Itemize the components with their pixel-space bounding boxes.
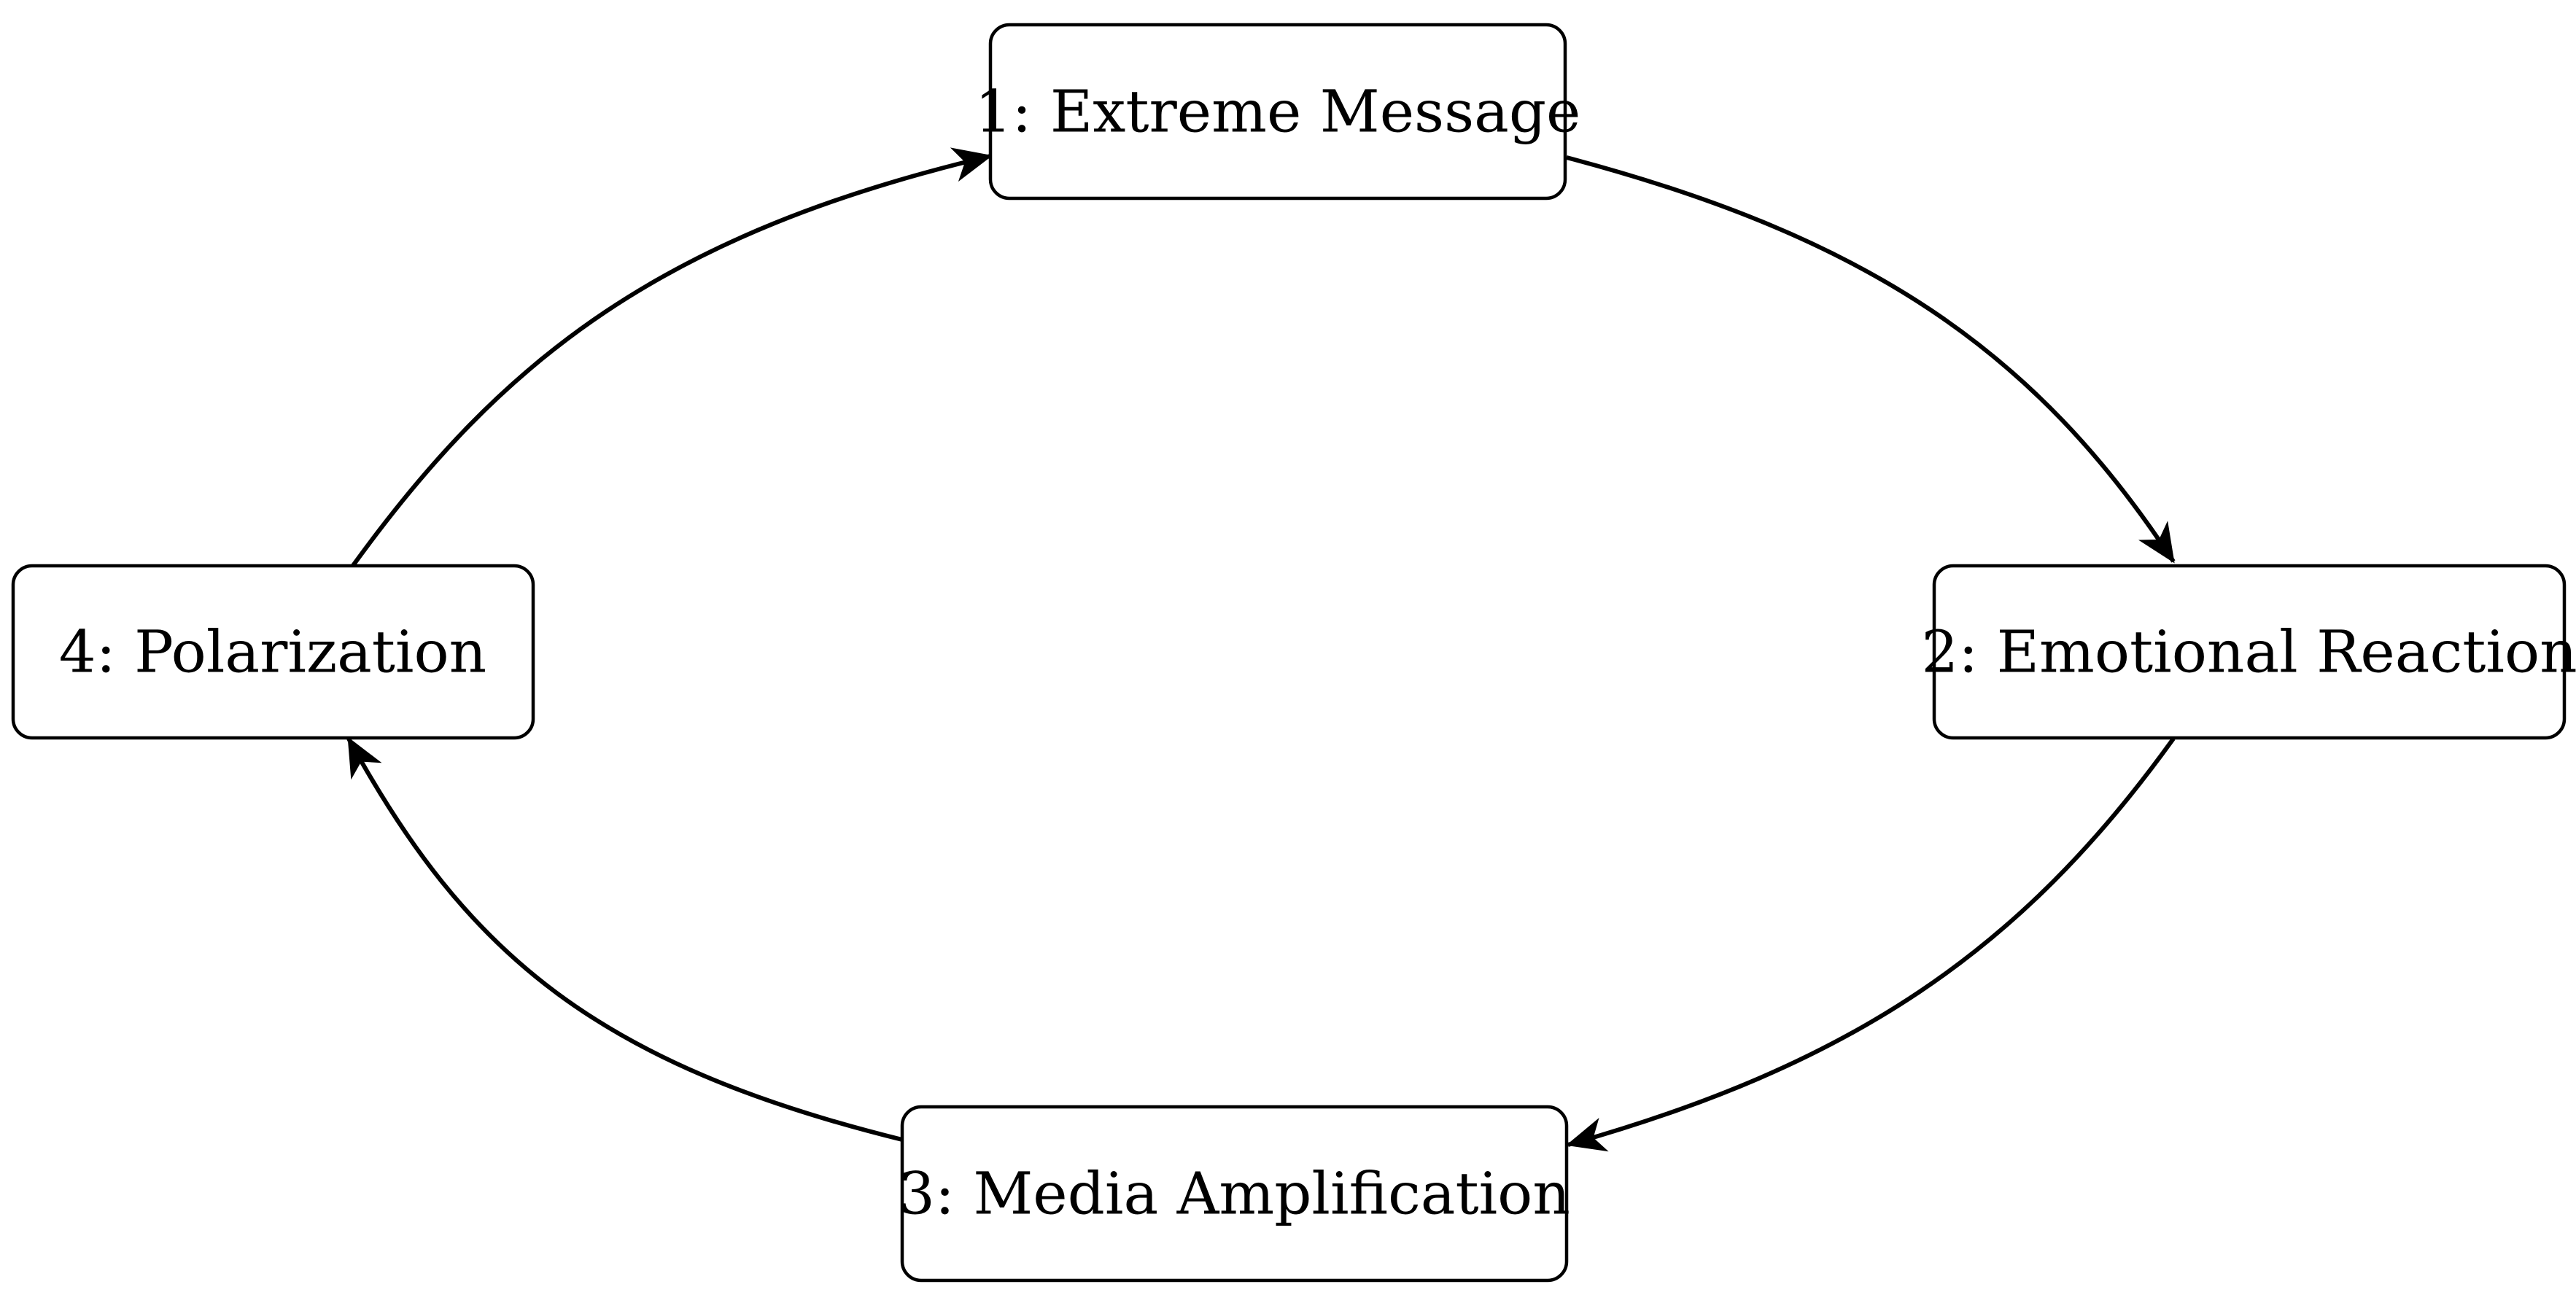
node-label: 4: Polarization <box>59 618 486 686</box>
node-emotional-reaction: 2: Emotional Reaction <box>1921 564 2576 740</box>
node-label: 3: Media Amplification <box>898 1160 1570 1228</box>
arrow-extreme-to-emotional <box>1566 155 2176 564</box>
node-label: 2: Emotional Reaction <box>1921 618 2576 686</box>
node-polarization: 4: Polarization <box>11 564 535 740</box>
arrow-polarization-to-extreme <box>350 147 993 568</box>
node-label: 1: Extreme Message <box>975 78 1581 146</box>
node-extreme-message: 1: Extreme Message <box>975 23 1581 201</box>
arrow-media-to-polarization <box>346 736 903 1142</box>
node-media-amplification: 3: Media Amplification <box>898 1105 1570 1283</box>
arrow-emotional-to-media <box>1566 737 2176 1152</box>
